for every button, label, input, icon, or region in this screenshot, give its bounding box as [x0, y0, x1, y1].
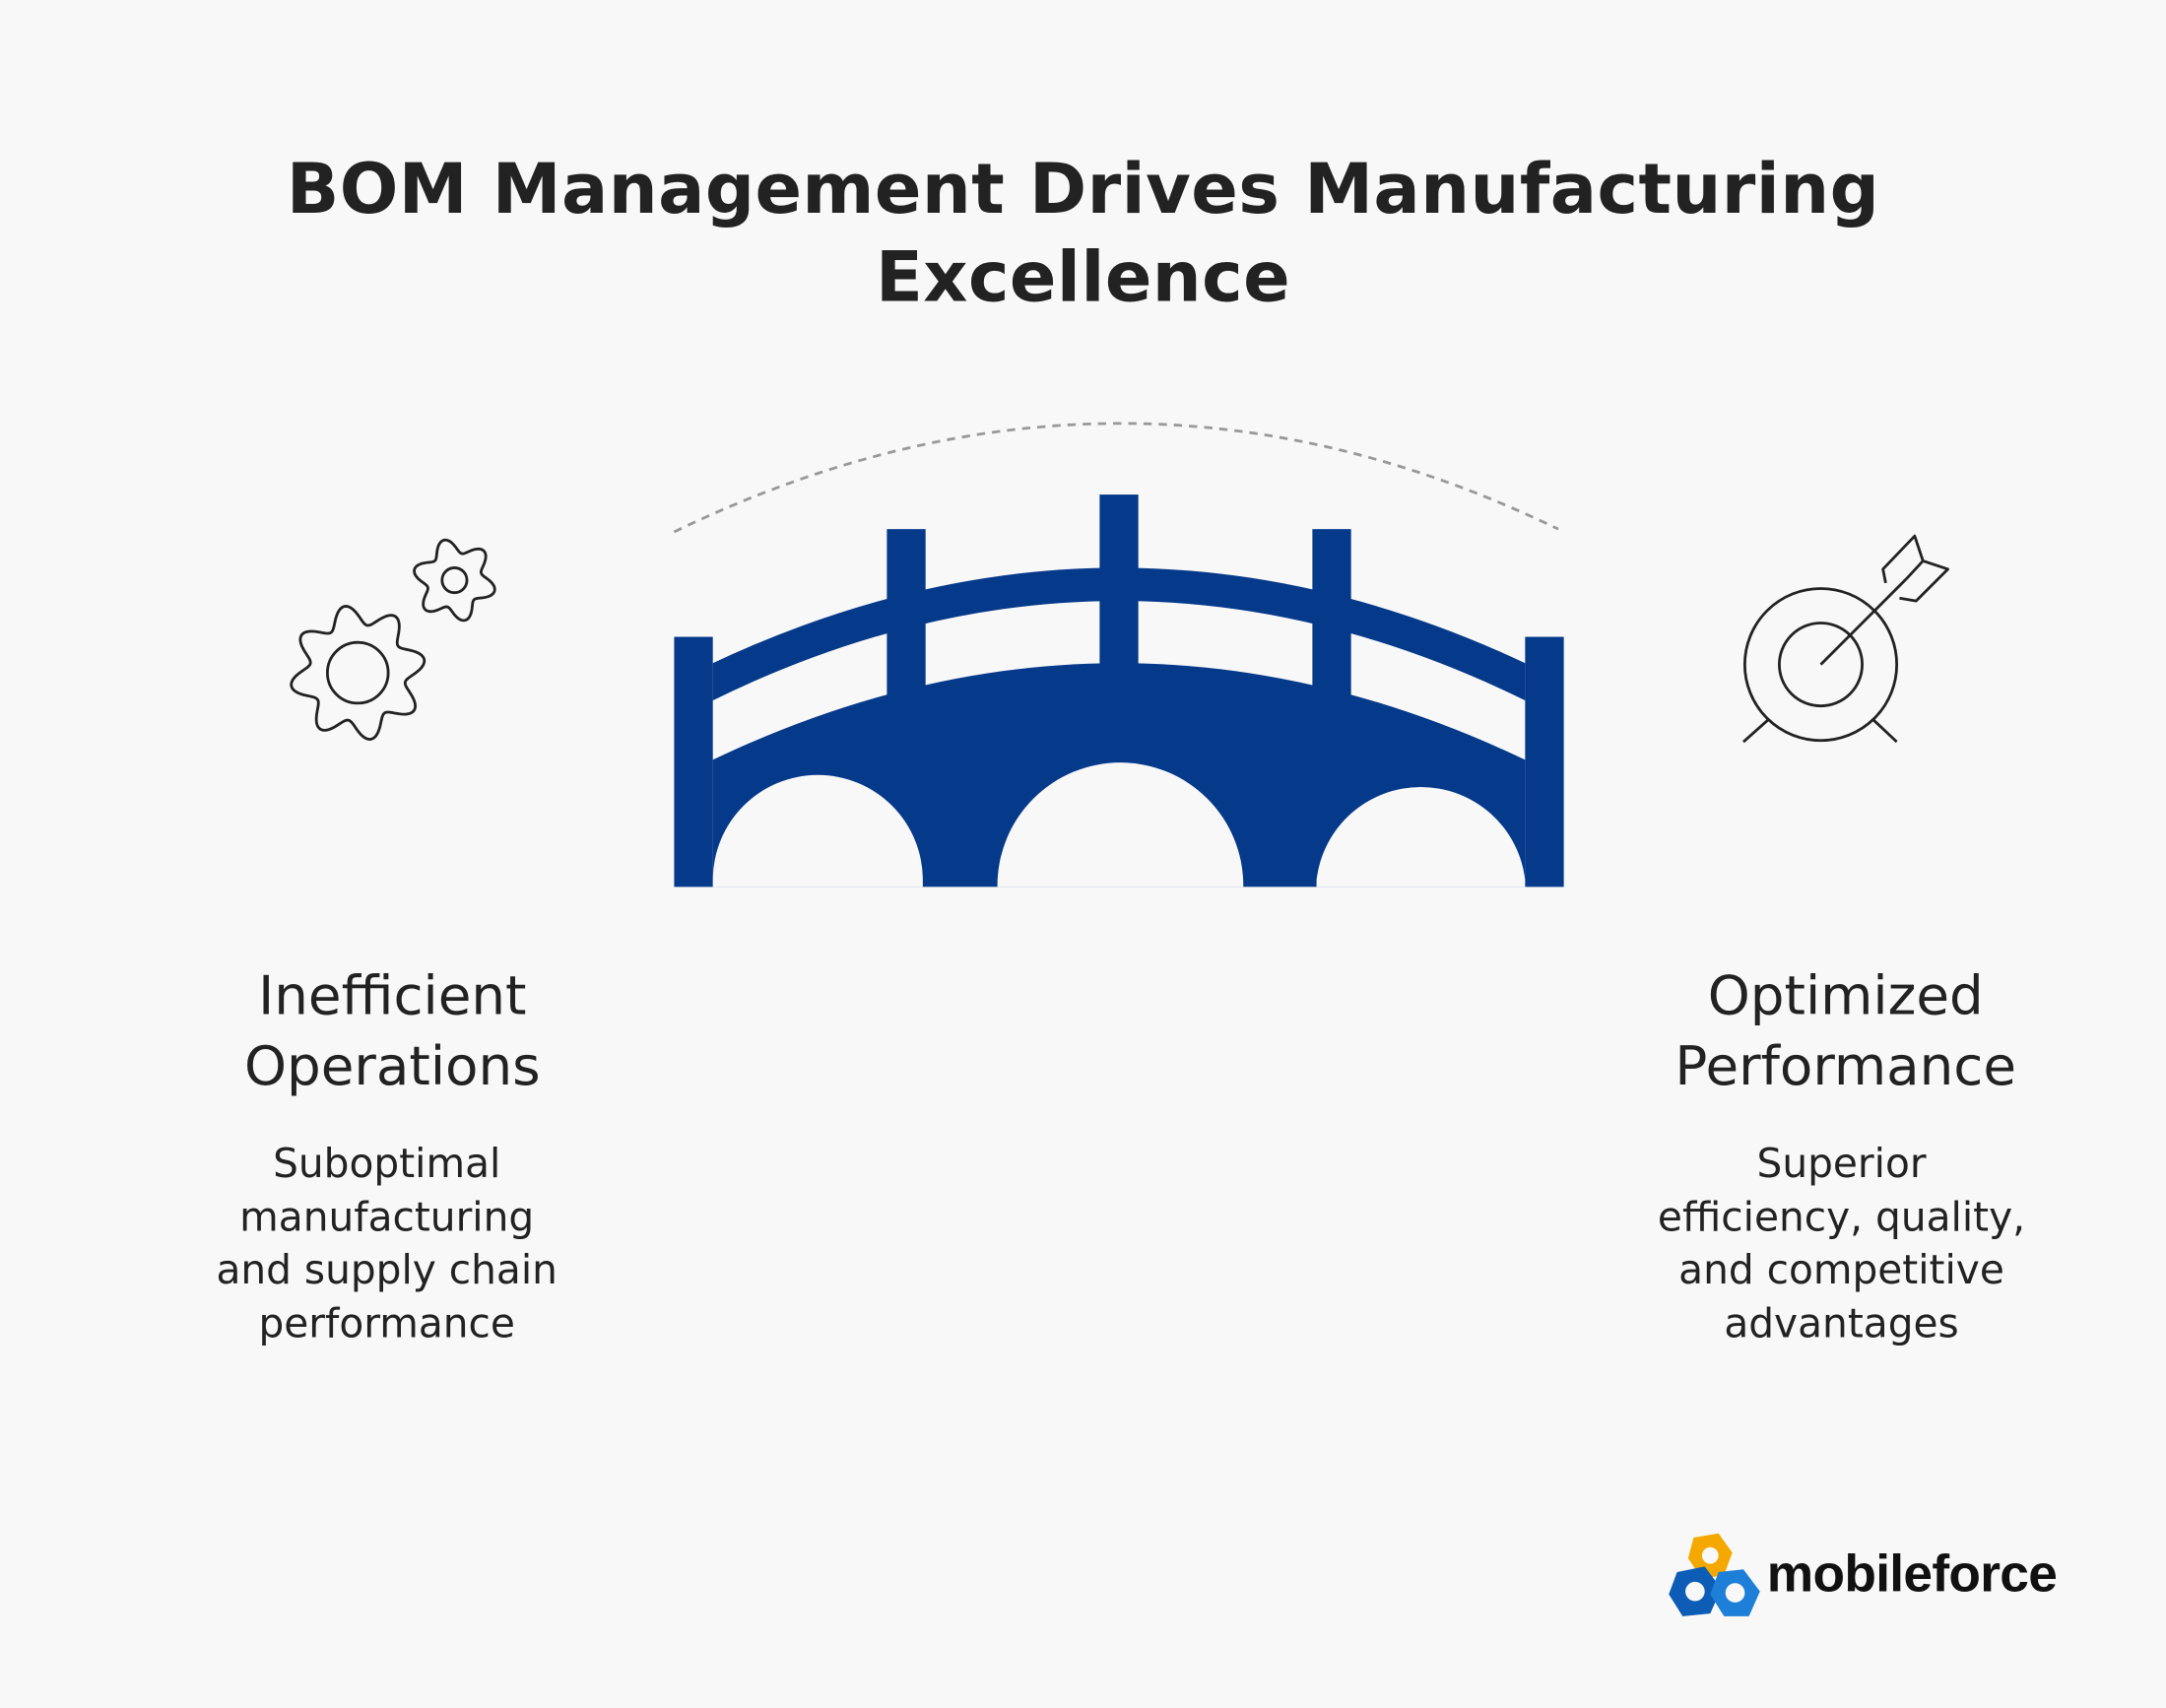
left-description-line: and supply chain	[216, 1246, 558, 1293]
right-heading-line: Performance	[1674, 1035, 2017, 1098]
left-description-line: performance	[258, 1299, 515, 1347]
dashed-arc	[673, 422, 1559, 534]
small-gear-icon	[413, 538, 496, 623]
target-arrow-icon	[1742, 534, 1949, 744]
right-description-line: Superior	[1756, 1140, 1927, 1187]
left-heading-line: Operations	[243, 1035, 541, 1098]
logo-text: mobileforce	[1766, 1545, 2058, 1605]
right-heading-line: Optimized	[1707, 965, 1984, 1028]
left-heading-line: Inefficient	[258, 965, 527, 1028]
right-heading: Optimized Performance	[1555, 961, 2135, 1102]
left-heading: Inefficient Operations	[102, 961, 683, 1102]
right-description-line: and competitive	[1678, 1246, 2004, 1293]
page-title: BOM Management Drives Manufacturing Exce…	[0, 145, 2166, 322]
left-description-line: Suboptimal	[273, 1140, 501, 1187]
right-description-line: efficiency, quality,	[1657, 1193, 2026, 1240]
logo-icon	[1669, 1533, 1760, 1616]
left-description: Suboptimal manufacturing and supply chai…	[152, 1137, 622, 1349]
gears-icon	[290, 538, 496, 741]
bridge-icon	[674, 494, 1564, 887]
large-gear-icon	[290, 605, 427, 741]
right-description: Superior efficiency, quality, and compet…	[1607, 1137, 2076, 1349]
title-line-2: Excellence	[875, 237, 1291, 318]
title-line-1: BOM Management Drives Manufacturing	[286, 149, 1880, 230]
right-description-line: advantages	[1724, 1299, 1959, 1347]
left-description-line: manufacturing	[239, 1193, 535, 1240]
